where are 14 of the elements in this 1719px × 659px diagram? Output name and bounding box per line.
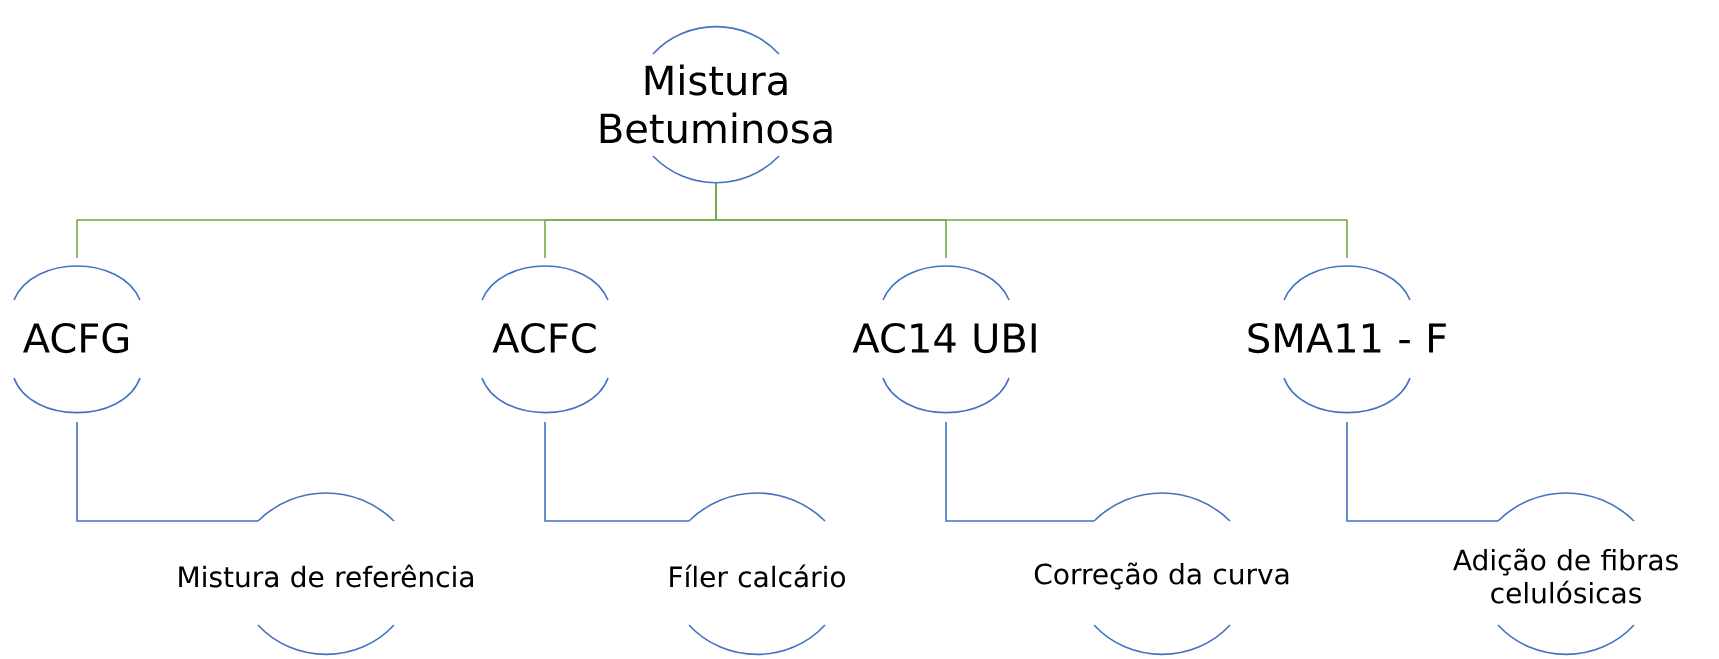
- arc-node: Mistura Betuminosa: [600, 25, 832, 184]
- connector-line: [945, 421, 1095, 522]
- arc-node: AC14 UBI: [852, 265, 1036, 414]
- arc-node: Mistura de referência: [179, 492, 473, 656]
- connector-line: [76, 421, 259, 522]
- arc-node: Fíler calcário: [670, 492, 845, 656]
- arc-node: SMA11 - F: [1248, 265, 1446, 414]
- arc-node: Correção da curva: [1034, 492, 1289, 656]
- connector-line: [544, 421, 690, 522]
- connector-line: [1346, 421, 1499, 522]
- connector-line: [715, 182, 1348, 259]
- arc-node: Adição de fibras celulósicas: [1453, 492, 1678, 656]
- arc-node: ACFG: [13, 265, 141, 414]
- arc-node: ACFC: [481, 265, 609, 414]
